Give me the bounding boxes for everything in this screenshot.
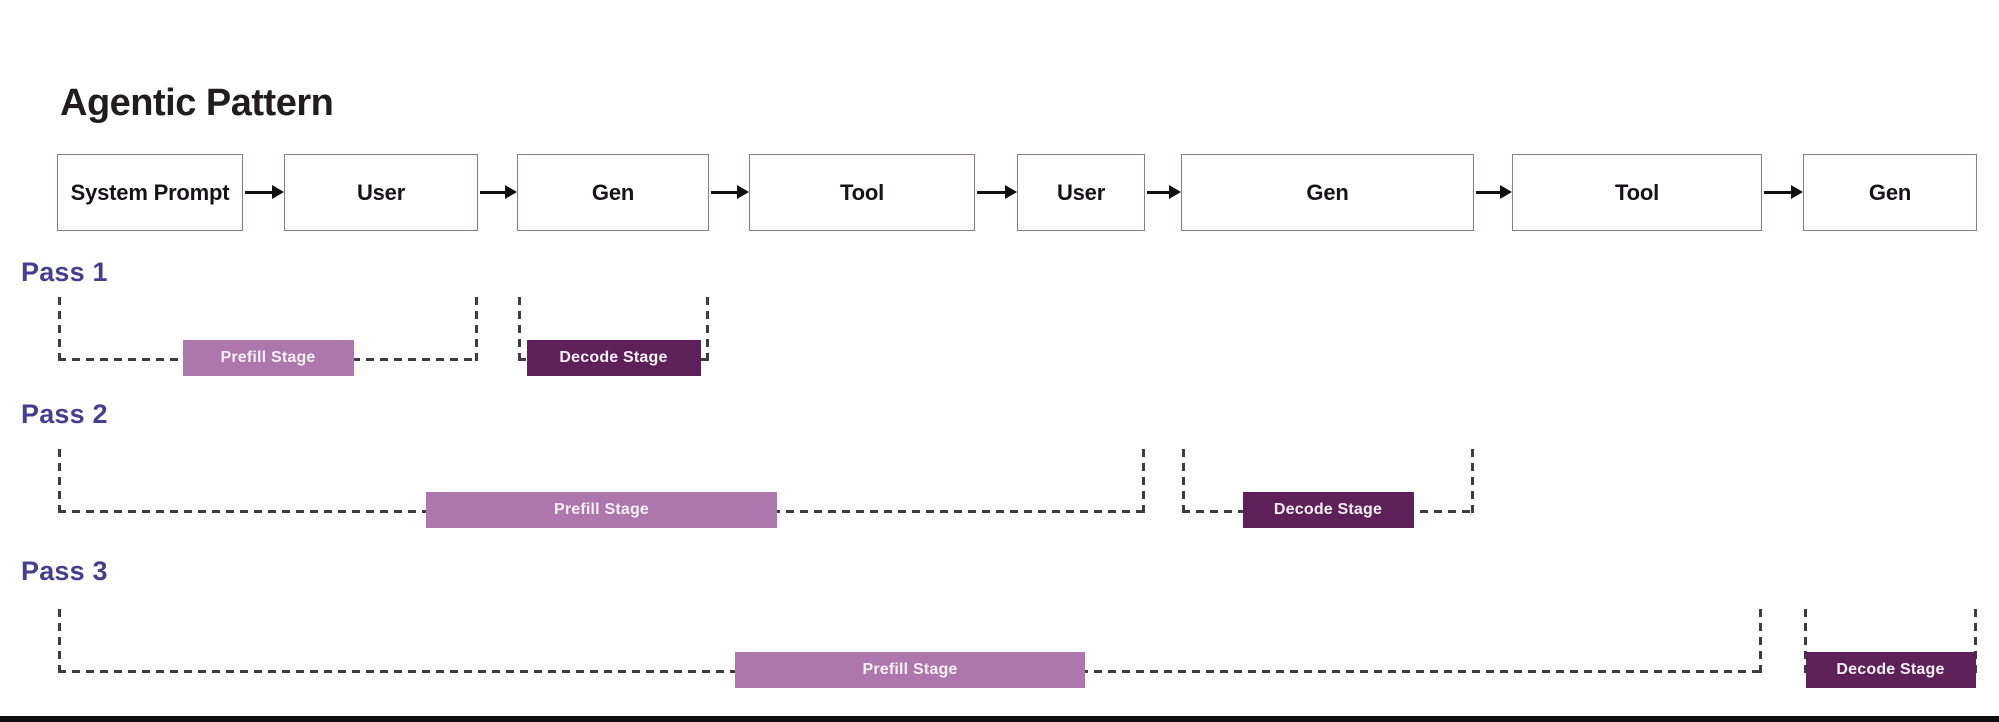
prefill-stage-bar: Prefill Stage [735,652,1085,688]
flow-box-tool: Tool [749,154,975,231]
bracket-right-line [1974,609,1977,673]
flow-box-tool: Tool [1512,154,1762,231]
prefill-stage-bar-label: Prefill Stage [862,661,958,678]
pass-label-1: Pass 1 [21,257,108,288]
flow-box-gen-label: Gen [1868,179,1912,205]
bracket-right-line [1471,449,1474,513]
arrow-right-icon [1474,185,1512,200]
flow-box-user-label: User [356,179,406,205]
decode-stage-bar: Decode Stage [1805,652,1976,688]
bracket-left-line [1182,449,1185,513]
arrow-head [272,185,284,199]
arrow-right-icon [243,185,284,200]
flow-box-gen: Gen [1803,154,1977,231]
flow-box-tool-label: Tool [840,179,884,205]
bracket-left-line [58,297,61,361]
page-title: Agentic Pattern [60,82,334,124]
arrow-head [1169,185,1181,199]
arrow-right-icon [1762,185,1803,200]
bracket-right-line [706,297,709,361]
arrow-line [977,191,1006,194]
flow-box-user: User [284,154,478,231]
arrow-right-icon [709,185,749,200]
arrow-right-icon [1145,185,1181,200]
prefill-stage-bar-label: Prefill Stage [553,501,650,518]
decode-stage-bar-label: Decode Stage [1836,661,1945,678]
pass-label-3-label: Pass 3 [21,556,108,586]
flow-box-user-label: User [1056,179,1106,205]
arrow-line [1147,191,1170,194]
bracket-left-line [58,449,61,513]
arrow-right-icon [975,185,1017,200]
arrow-head [1791,185,1803,199]
bracket-right-line [475,297,478,361]
prefill-stage-bar-label: Prefill Stage [220,349,316,366]
pass-label-2: Pass 2 [21,399,108,430]
arrow-line [245,191,273,194]
prefill-stage-bar: Prefill Stage [182,340,354,376]
bracket-right-line [1759,609,1762,673]
bracket-left-line [58,609,61,673]
flow-box-gen: Gen [1181,154,1474,231]
flow-box-system-prompt: System Prompt [57,154,243,231]
bracket-left-line [518,297,521,361]
flow-box-tool-label: Tool [1615,179,1659,205]
bottom-bar [0,716,1999,722]
arrow-line [1764,191,1792,194]
flow-box-gen: Gen [517,154,709,231]
flow-box-user: User [1017,154,1145,231]
decode-stage-bar: Decode Stage [526,340,701,376]
pass-label-1-label: Pass 1 [21,257,108,287]
arrow-head [1005,185,1017,199]
decode-stage-bar: Decode Stage [1242,492,1414,528]
prefill-stage-bar: Prefill Stage [426,492,777,528]
flow-box-system-prompt-label: System Prompt [70,179,230,205]
decode-stage-bar-label: Decode Stage [559,349,668,366]
flow-box-gen-label: Gen [591,179,635,205]
arrow-head [1500,185,1512,199]
arrow-right-icon [478,185,517,200]
arrow-line [1476,191,1501,194]
arrow-head [505,185,517,199]
pass-label-2-label: Pass 2 [21,399,108,429]
bracket-left-line [1804,609,1807,673]
flow-box-gen-label: Gen [1306,179,1349,205]
arrow-line [480,191,506,194]
decode-stage-bar-label: Decode Stage [1273,501,1383,518]
arrow-head [737,185,749,199]
bracket-right-line [1142,449,1145,513]
pass-label-3: Pass 3 [21,556,108,587]
arrow-line [711,191,738,194]
